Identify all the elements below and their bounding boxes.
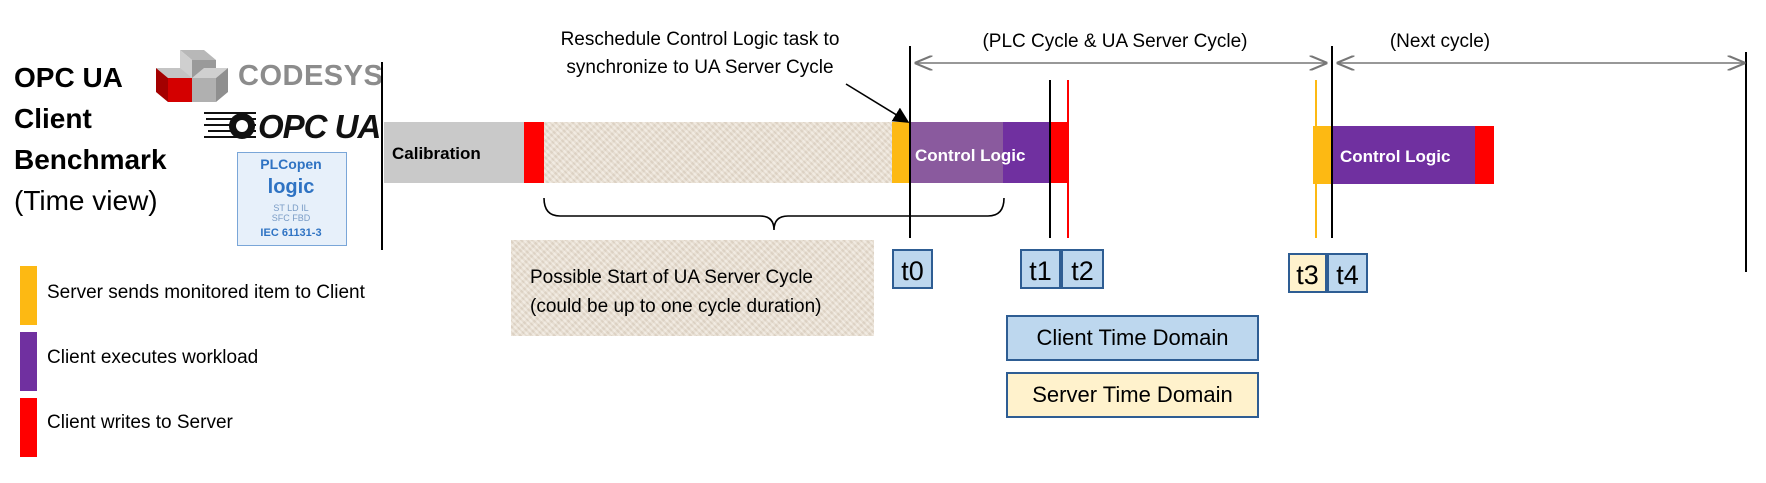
codesys-logo-text: CODESYS bbox=[238, 60, 384, 92]
legend-swatch-server-sends bbox=[20, 266, 37, 325]
legend-label-client-writes: Client writes to Server bbox=[47, 412, 233, 433]
page-title: OPC UA Client Benchmark (Time view) bbox=[14, 57, 189, 221]
control-logic-label-2: Control Logic bbox=[1340, 147, 1451, 166]
marker-t1: t1 bbox=[1020, 249, 1061, 289]
write-segment-calibration bbox=[524, 122, 544, 183]
marker-t0: t0 bbox=[892, 249, 933, 289]
write-segment-1 bbox=[1050, 122, 1069, 183]
write-segment-2 bbox=[1475, 126, 1494, 184]
possible-start-note-line-1: Possible Start of UA Server Cycle bbox=[530, 267, 813, 288]
client-time-domain: Client Time Domain bbox=[1006, 315, 1259, 361]
reschedule-arrow bbox=[845, 83, 910, 123]
plcopen-name: PLCopen bbox=[260, 156, 322, 172]
codesys-cube-icon bbox=[156, 50, 228, 102]
title-line-2: Client bbox=[14, 103, 92, 134]
control-logic-segment-2 bbox=[1331, 126, 1475, 184]
plcopen-languages-line-1: ST LD IL bbox=[273, 203, 309, 213]
plcopen-iec: IEC 61131-3 bbox=[260, 227, 322, 239]
calibration-segment bbox=[384, 122, 524, 183]
control-logic-overlap-segment bbox=[910, 122, 1003, 183]
control-logic-segment-1 bbox=[1003, 122, 1050, 183]
opcua-logo-text: OPC UA bbox=[258, 108, 381, 145]
possible-start-note-box bbox=[511, 240, 874, 336]
legend-label-client-executes: Client executes workload bbox=[47, 347, 259, 368]
marker-t4: t4 bbox=[1327, 253, 1368, 293]
marker-t3: t3 bbox=[1288, 253, 1327, 293]
next-cycle-label: (Next cycle) bbox=[1389, 31, 1491, 52]
possible-start-note-line-2: (could be up to one cycle duration) bbox=[530, 296, 822, 317]
legend-swatch-client-writes bbox=[20, 398, 37, 457]
server-time-domain: Server Time Domain bbox=[1006, 372, 1259, 418]
reschedule-note-line-2: synchronize to UA Server Cycle bbox=[566, 57, 834, 78]
title-line-3: Benchmark bbox=[14, 144, 167, 175]
title-subtitle: (Time view) bbox=[14, 185, 158, 216]
plcopen-languages-line-2: SFC FBD bbox=[271, 213, 311, 223]
control-logic-label-1: Control Logic bbox=[915, 146, 1026, 165]
reschedule-note: Reschedule Control Logic task to synchro… bbox=[540, 26, 860, 82]
server-send-segment-2 bbox=[1313, 126, 1331, 184]
plc-cycle-label: (PLC Cycle & UA Server Cycle) bbox=[982, 31, 1248, 52]
plcopen-languages: ST LD IL SFC FBD bbox=[244, 203, 338, 223]
calibration-label: Calibration bbox=[392, 144, 481, 163]
possible-start-note: Possible Start of UA Server Cycle (could… bbox=[530, 263, 822, 321]
reschedule-note-line-1: Reschedule Control Logic task to bbox=[560, 29, 840, 50]
title-line-1: OPC UA bbox=[14, 62, 123, 93]
legend-label-server-sends: Server sends monitored item to Client bbox=[47, 282, 365, 303]
plcopen-logic: logic bbox=[267, 176, 315, 198]
opcua-logo-icon bbox=[204, 112, 256, 139]
legend-swatch-client-executes bbox=[20, 332, 37, 391]
possible-start-band bbox=[544, 122, 892, 183]
plcopen-logo bbox=[237, 152, 347, 246]
marker-t2: t2 bbox=[1061, 249, 1104, 289]
possible-start-brace bbox=[543, 197, 1005, 231]
server-send-segment-1 bbox=[892, 122, 910, 183]
